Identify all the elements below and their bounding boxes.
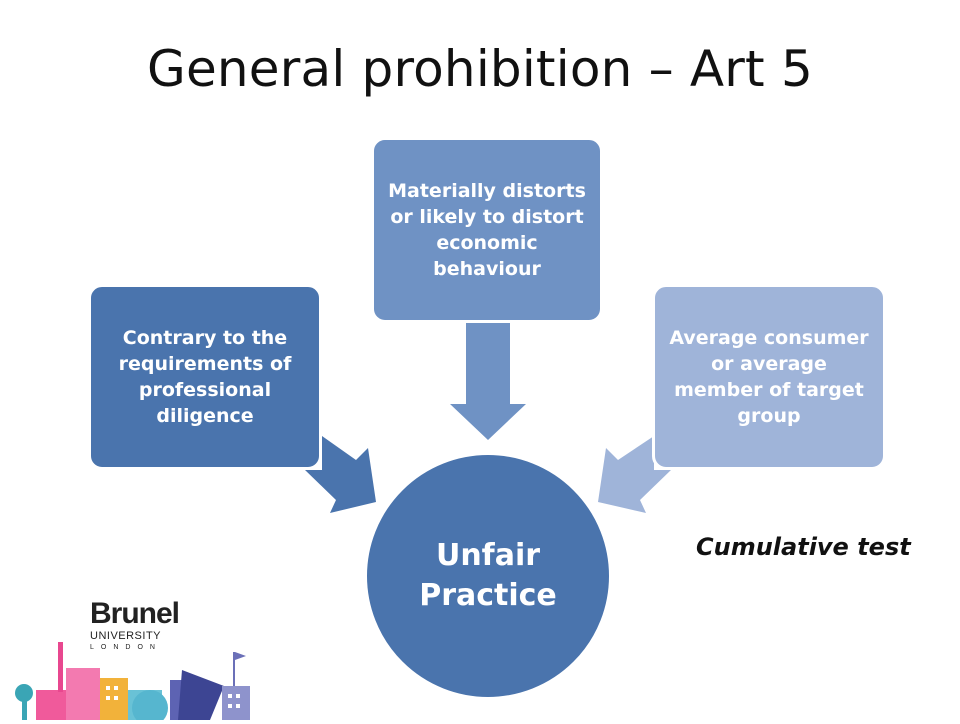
unfair-practice-circle: Unfair Practice [364,452,612,700]
requirement-average-consumer: Average consumer or average member of ta… [652,284,886,470]
logo-name: Brunel [90,597,180,630]
logo-line3: LONDON [90,644,162,651]
brunel-university-logo: Brunel UNIVERSITY LONDON [10,598,250,724]
arrow-left [305,436,376,513]
requirement-professional-diligence: Contrary to the requirements of professi… [88,284,322,470]
cumulative-test-note: Cumulative test [696,533,911,561]
logo-wordmark: Brunel UNIVERSITY LONDON [90,598,240,653]
arrow-top [450,322,526,440]
logo-skyline-icon [15,642,250,724]
requirement-economic-behaviour: Materially distorts or likely to distort… [371,137,603,323]
logo-line2: UNIVERSITY [90,630,162,642]
slide-title: General prohibition – Art 5 [147,40,813,98]
